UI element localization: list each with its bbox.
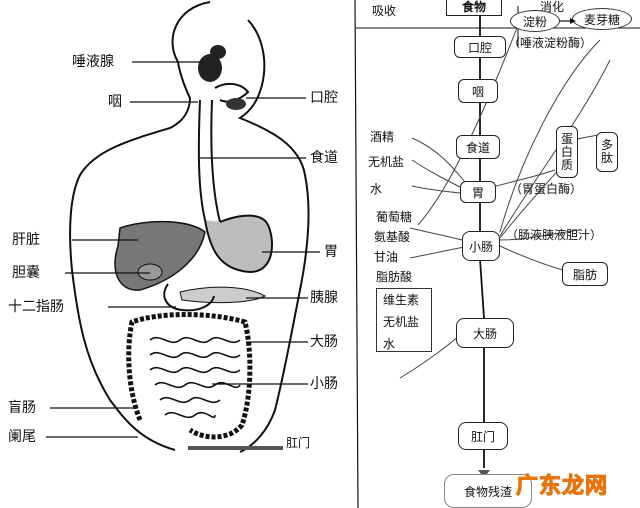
watermark-logo: 广东龙网 <box>515 474 609 500</box>
peptide-text: 多肽 <box>600 138 613 165</box>
label-small-intestine: 小肠 <box>310 376 338 392</box>
pancreas-shape <box>179 286 267 304</box>
box-stomach: 胃 <box>460 181 496 203</box>
box-fat: 脂肪 <box>562 262 608 286</box>
absorb-minerals-stomach: 无机盐 <box>368 155 405 169</box>
box-peptide: 多肽 <box>596 132 618 172</box>
duodenum-shape <box>163 283 215 312</box>
absorb-water-large: 水 <box>383 337 396 351</box>
absorb-water-stomach: 水 <box>370 182 383 196</box>
label-pharynx: 咽 <box>108 94 122 110</box>
label-cecum: 盲肠 <box>8 400 36 416</box>
box-residue: 食物残渣 <box>444 474 532 508</box>
label-appendix: 阑尾 <box>8 429 36 445</box>
box-pharynx: 咽 <box>458 79 498 103</box>
box-food: 食物 <box>446 0 502 16</box>
salivary-gland-shape <box>198 54 222 82</box>
header-absorb: 吸收 <box>372 4 397 18</box>
label-stomach: 胃 <box>324 244 338 260</box>
gallbladder-shape <box>137 263 163 281</box>
label-gallbladder: 胆囊 <box>12 265 40 281</box>
absorb-glycerol: 甘油 <box>374 250 399 264</box>
stomach-shape <box>204 214 273 274</box>
box-mouth: 口腔 <box>454 36 506 58</box>
absorb-minerals-large: 无机盐 <box>383 315 420 329</box>
absorb-glucose: 葡萄糖 <box>376 210 413 224</box>
anus-bar <box>188 446 283 450</box>
box-anus: 肛门 <box>458 422 508 450</box>
esophagus-shape <box>197 99 221 223</box>
divider-line <box>354 0 359 508</box>
absorb-alcohol: 酒精 <box>370 130 395 144</box>
oval-maltose: 麦芽糖 <box>572 8 632 30</box>
label-large-intestine: 大肠 <box>310 334 338 350</box>
absorb-vitamins: 维生素 <box>383 293 420 307</box>
protein-text: 蛋白质 <box>560 131 573 172</box>
label-mouth: 口腔 <box>310 90 338 106</box>
label-intestinal-juices: （肠液胰液胆汁） <box>506 228 603 242</box>
box-esophagus: 食道 <box>456 135 500 159</box>
liver-shape <box>114 220 206 291</box>
label-salivary-amylase: （唾液淀粉酶） <box>508 36 593 50</box>
small-intestine-shape <box>149 336 241 419</box>
large-intestine-shape <box>126 312 253 440</box>
body-outline-right <box>237 19 310 453</box>
label-duodenum: 十二指肠 <box>8 299 64 315</box>
label-pepsin: （胃蛋白酶） <box>510 182 583 196</box>
box-protein: 蛋白质 <box>556 126 578 178</box>
box-small-intestine: 小肠 <box>462 231 500 261</box>
absorb-fatty-acids: 脂肪酸 <box>376 270 413 284</box>
label-anus: 肛门 <box>286 436 311 450</box>
absorb-amino-acids: 氨基酸 <box>374 230 411 244</box>
label-esophagus: 食道 <box>310 150 338 166</box>
label-liver: 肝脏 <box>12 232 40 248</box>
box-large-intestine-absorbs: 维生素 无机盐 水 <box>376 288 432 352</box>
label-pancreas: 胰腺 <box>310 290 338 306</box>
oval-starch: 淀粉 <box>510 10 560 32</box>
box-large-intestine: 大肠 <box>456 318 514 348</box>
body-outline <box>69 1 211 451</box>
label-salivary-gland: 唾液腺 <box>72 54 114 70</box>
